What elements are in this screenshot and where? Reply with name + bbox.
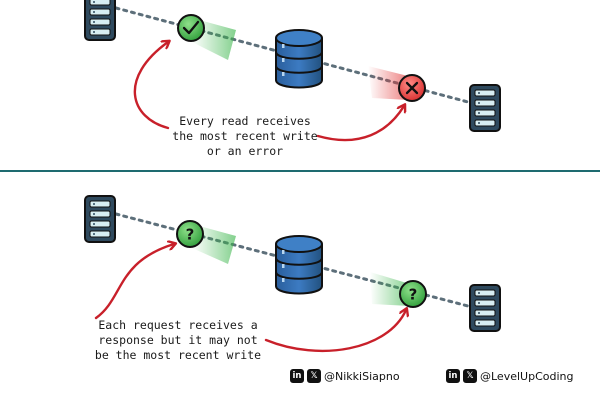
credit-nikki: in 𝕏 @NikkiSiapno: [290, 368, 400, 384]
credit-handle-nikki[interactable]: @NikkiSiapno: [324, 369, 400, 383]
check-icon: [177, 14, 205, 42]
top-error-trail: [368, 66, 408, 100]
bottom-right-arrow: [264, 310, 406, 353]
bottom-left-server-icon: [84, 195, 116, 243]
x-twitter-icon[interactable]: 𝕏: [307, 369, 321, 383]
bottom-database-icon: [275, 235, 323, 295]
linkedin-icon[interactable]: in: [446, 369, 460, 383]
top-left-arrow: [133, 42, 168, 130]
x-twitter-icon[interactable]: 𝕏: [463, 369, 477, 383]
credit-handle-levelupcoding[interactable]: @LevelUpCoding: [480, 369, 574, 383]
top-panel: [84, 0, 501, 142]
bottom-panel: ? ?: [84, 195, 501, 353]
bottom-caption-line-2: response but it may not: [98, 333, 258, 347]
bottom-caption: Each request receives a response but it …: [90, 318, 266, 363]
question-icon: ?: [399, 280, 427, 308]
linkedin-icon[interactable]: in: [290, 369, 304, 383]
top-right-arrow: [316, 106, 404, 142]
x-icon: [398, 74, 426, 102]
top-caption: Every read receives the most recent writ…: [168, 114, 322, 159]
bottom-right-server-icon: [469, 284, 501, 332]
bottom-caption-line-1: Each request receives a: [98, 318, 258, 332]
question-icon: ?: [176, 220, 204, 248]
top-caption-line-2: the most recent write: [172, 129, 318, 143]
top-left-server-icon: [84, 0, 116, 41]
top-right-server-icon: [469, 84, 501, 132]
top-caption-line-3: or an error: [206, 144, 284, 158]
top-caption-line-1: Every read receives: [179, 114, 311, 128]
bottom-left-arrow: [94, 244, 174, 320]
credit-levelupcoding: in 𝕏 @LevelUpCoding: [446, 368, 573, 384]
question-mark-2: ?: [409, 286, 418, 304]
bottom-caption-line-3: be the most recent write: [94, 348, 262, 362]
question-mark-1: ?: [186, 226, 195, 244]
top-database-icon: [275, 29, 323, 89]
